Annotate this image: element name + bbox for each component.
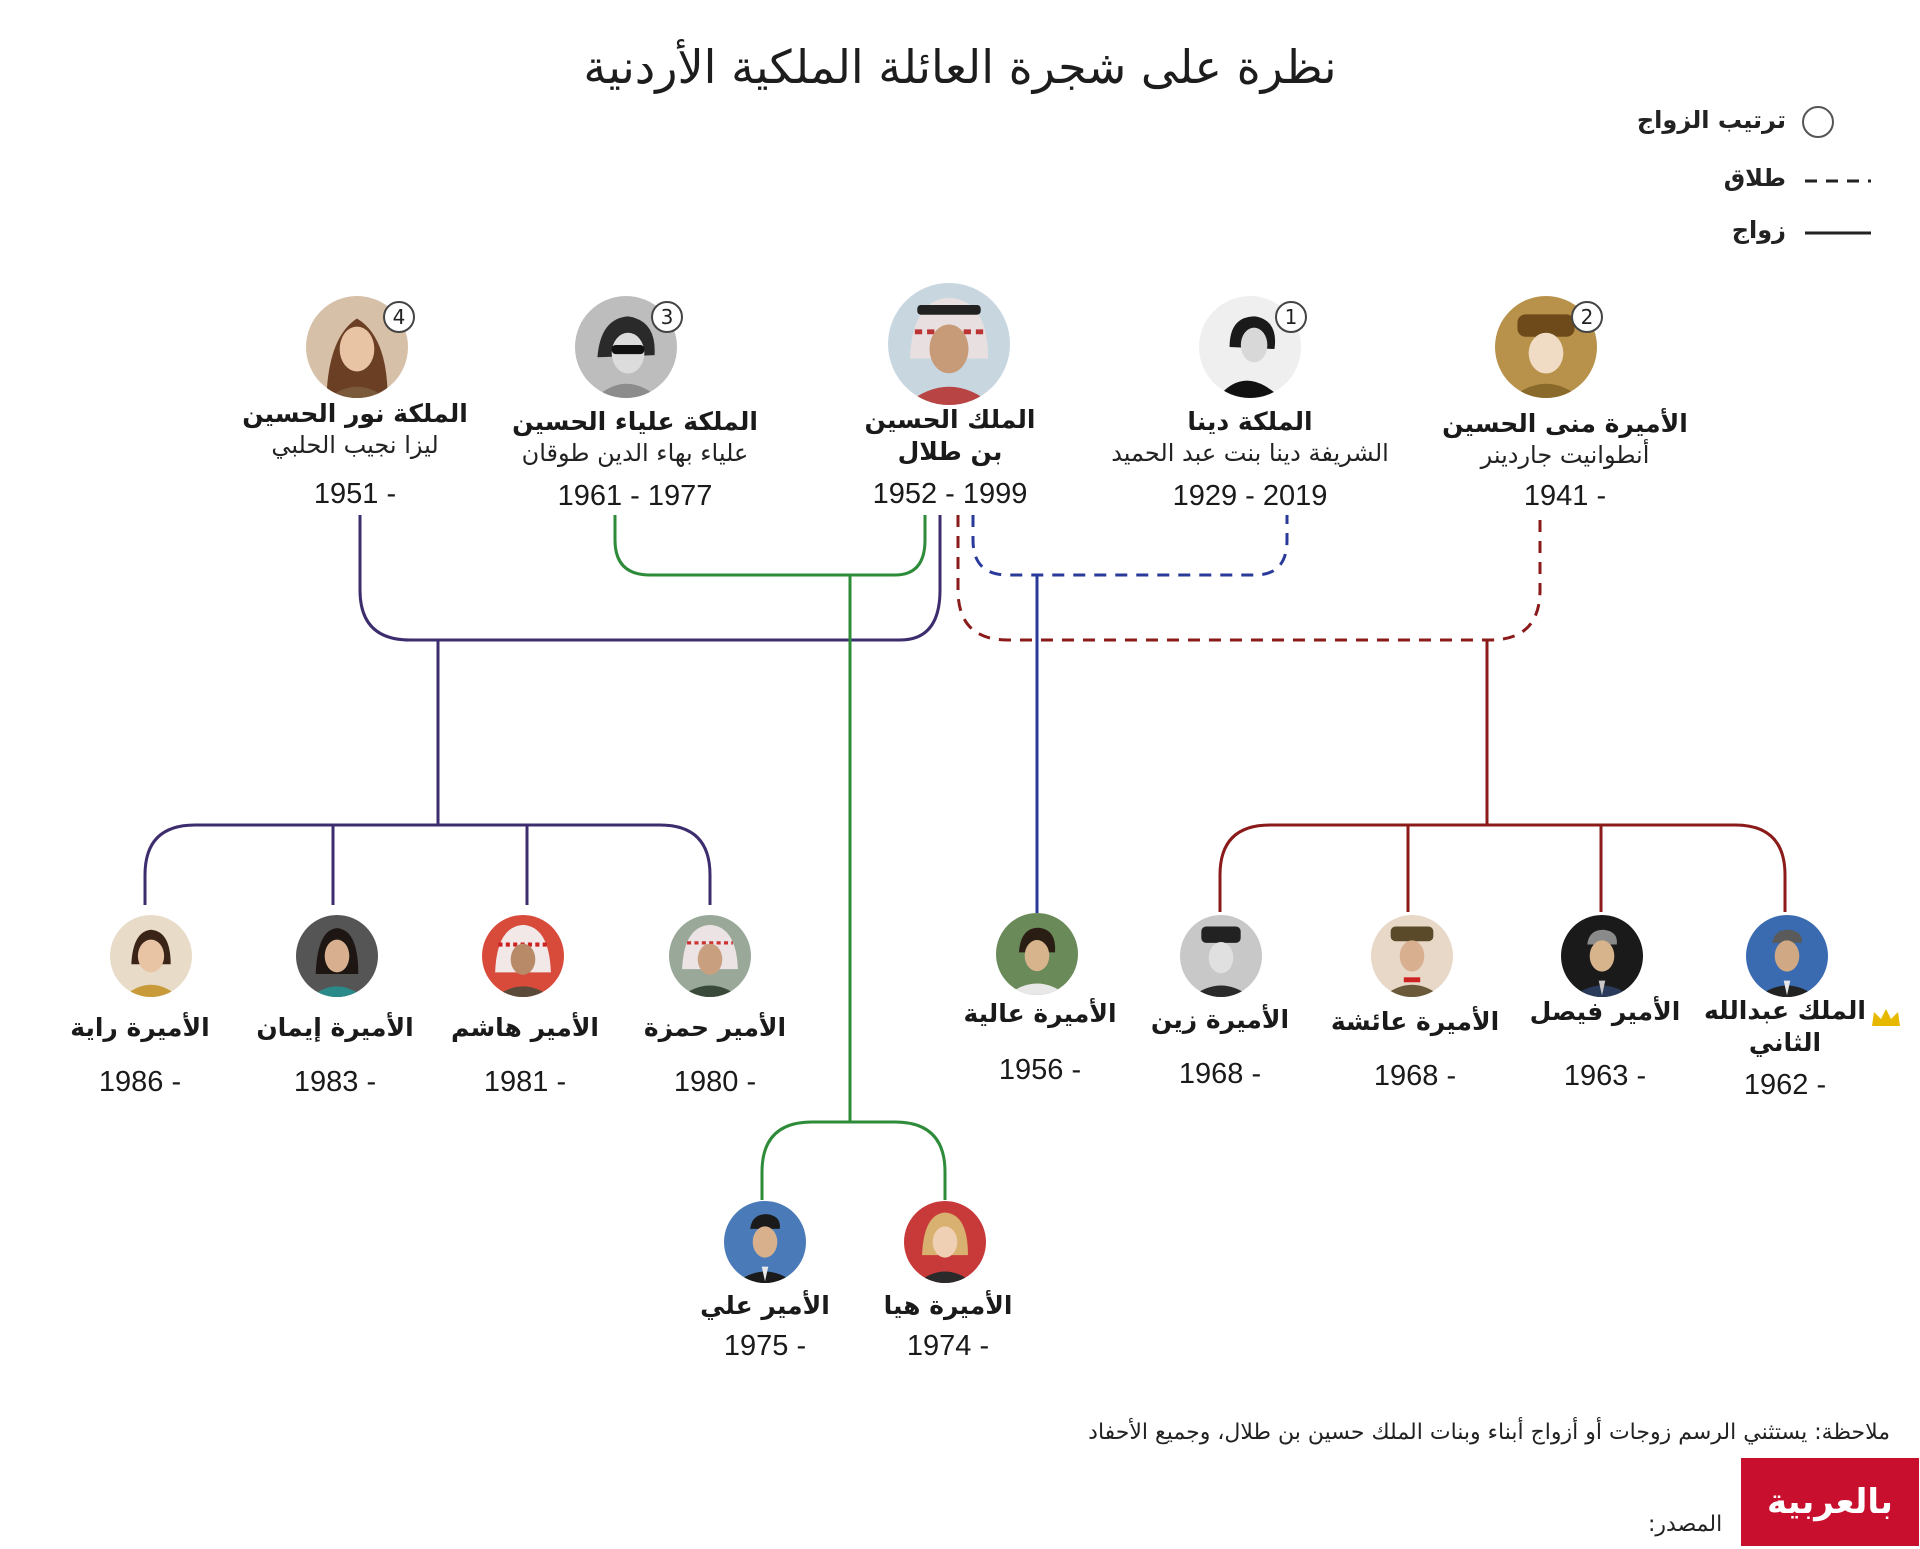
person-name: الملكة دينا: [1187, 407, 1313, 436]
person-name: الملكة نور الحسين: [242, 399, 468, 428]
marriage-order-badge-3: 3: [651, 301, 683, 333]
princess-haya: الأميرة هيا 1974 -: [848, 1290, 1048, 1364]
princess-zein: الأميرة زين 1968 -: [1120, 1004, 1320, 1092]
person-years: 1956 -: [998, 1054, 1082, 1086]
marriage-line-alia: [613, 515, 927, 577]
person-years: 1963 -: [1563, 1060, 1647, 1092]
marriage-line-noor: [358, 515, 942, 642]
person-name: الأميرة عالية: [963, 999, 1117, 1028]
princess-raiyah-photo: [110, 915, 192, 997]
princess-haya-photo: [904, 1201, 986, 1283]
person-name: الملك عبدالله: [1704, 996, 1866, 1025]
footnote: ملاحظة: يستثني الرسم زوجات أو أزواج أبنا…: [1088, 1420, 1890, 1445]
marriage-order-badge-4: 4: [383, 301, 415, 333]
king-hussein: الملك الحسين بن طلال 1952 - 1999: [830, 404, 1070, 512]
cnn-arabic-logo: بالعربية: [1741, 1458, 1919, 1546]
prince-ali: الأمير علي 1975 -: [665, 1290, 865, 1364]
prince-hashim-photo: [482, 915, 564, 997]
birth-name: الشريفة دينا بنت عبد الحميد: [1111, 439, 1389, 467]
source-label: المصدر:: [1648, 1512, 1723, 1537]
person-years: 1980 -: [673, 1066, 757, 1098]
prince-hashim: الأمير هاشم 1981 -: [420, 1012, 630, 1100]
person-name-line2: بن طلال: [897, 437, 1003, 466]
person-name: الأميرة إيمان: [256, 1013, 414, 1042]
marriage-order-legend-icon: [1802, 106, 1834, 138]
person-years: 1952 - 1999: [872, 478, 1028, 510]
dashed-line-legend-icon: [1805, 179, 1871, 183]
alia-children-bar: [760, 1120, 947, 1200]
prince-hamzah-photo: [669, 915, 751, 997]
princess-aisha: الأميرة عائشة 1968 -: [1315, 1006, 1515, 1094]
person-years: 1961 - 1977: [557, 480, 713, 512]
person-years: 1941 -: [1523, 480, 1607, 512]
princess-zein-photo: [1180, 915, 1262, 997]
princess-alia: الأميرة عالية 1956 -: [940, 998, 1140, 1088]
person-name: الأميرة راية: [70, 1013, 210, 1042]
prince-faisal: الأمير فيصل 1963 -: [1505, 996, 1705, 1094]
queen-dina: الملكة دينا الشريفة دينا بنت عبد الحميد …: [1090, 406, 1410, 514]
king-hussein-photo: [888, 283, 1010, 405]
marriage-order-badge-1: 1: [1275, 301, 1307, 333]
princess-muna: الأميرة منى الحسين أنطوانيت جاردينر 1941…: [1440, 408, 1690, 514]
person-name: الأميرة عائشة: [1330, 1007, 1500, 1036]
person-name: الملك الحسين: [864, 405, 1036, 434]
marriage-order-badge-2: 2: [1571, 301, 1603, 333]
princess-iman-photo: [296, 915, 378, 997]
person-years: 1968 -: [1178, 1058, 1262, 1090]
princess-aisha-photo: [1371, 915, 1453, 997]
person-years: 1929 - 2019: [1172, 480, 1328, 512]
person-years: 1983 -: [293, 1066, 377, 1098]
princess-raiyah: الأميرة راية 1986 -: [40, 1012, 240, 1100]
person-years: 1986 -: [98, 1066, 182, 1098]
birth-name: ليزا نجيب الحلبي: [271, 431, 439, 459]
person-name: الأمير حمزة: [643, 1013, 787, 1042]
person-name: الملكة علياء الحسين: [512, 407, 758, 436]
person-name-line2: الثاني: [1748, 1028, 1822, 1057]
person-years: 1975 -: [723, 1330, 807, 1362]
legend-order-label: ترتيب الزواج: [1636, 106, 1786, 134]
queen-noor: الملكة نور الحسين ليزا نجيب الحلبي 1951 …: [230, 398, 480, 512]
muna-children-bar: [1218, 823, 1787, 912]
person-name: الأمير علي: [700, 1291, 830, 1320]
person-name: الأميرة هيا: [883, 1291, 1013, 1320]
person-years: 1974 -: [906, 1330, 990, 1362]
noor-children-bar: [143, 823, 712, 905]
birth-name: علياء بهاء الدين طوقان: [521, 439, 749, 467]
birth-name: أنطوانيت جاردينر: [1480, 441, 1650, 469]
person-years: 1962 -: [1743, 1069, 1827, 1101]
legend-marriage-label: زواج: [1731, 216, 1786, 244]
legend-divorce-label: طلاق: [1723, 164, 1786, 192]
person-name: الأميرة زين: [1150, 1005, 1290, 1034]
person-name: الأمير فيصل: [1529, 997, 1681, 1026]
king-abdullah: الملك عبدالله الثاني 1962 -: [1700, 995, 1870, 1103]
princess-iman: الأميرة إيمان 1983 -: [230, 1012, 440, 1100]
divorce-line-muna: [956, 515, 1542, 642]
king-abdullah-photo: [1746, 915, 1828, 997]
person-years: 1981 -: [483, 1066, 567, 1098]
person-years: 1968 -: [1373, 1060, 1457, 1092]
page-title: نظرة على شجرة العائلة الملكية الأردنية: [583, 40, 1337, 94]
princess-alia-photo: [996, 913, 1078, 995]
prince-hamzah: الأمير حمزة 1980 -: [610, 1012, 820, 1100]
solid-line-legend-icon: [1805, 231, 1871, 235]
queen-alia: الملكة علياء الحسين علياء بهاء الدين طوق…: [490, 406, 780, 514]
person-years: 1951 -: [313, 478, 397, 510]
person-name: الأميرة منى الحسين: [1442, 409, 1688, 438]
prince-ali-photo: [724, 1201, 806, 1283]
person-name: الأمير هاشم: [450, 1013, 600, 1042]
prince-faisal-photo: [1561, 915, 1643, 997]
crown-icon: [1872, 1009, 1900, 1026]
divorce-line-dina: [971, 515, 1289, 577]
